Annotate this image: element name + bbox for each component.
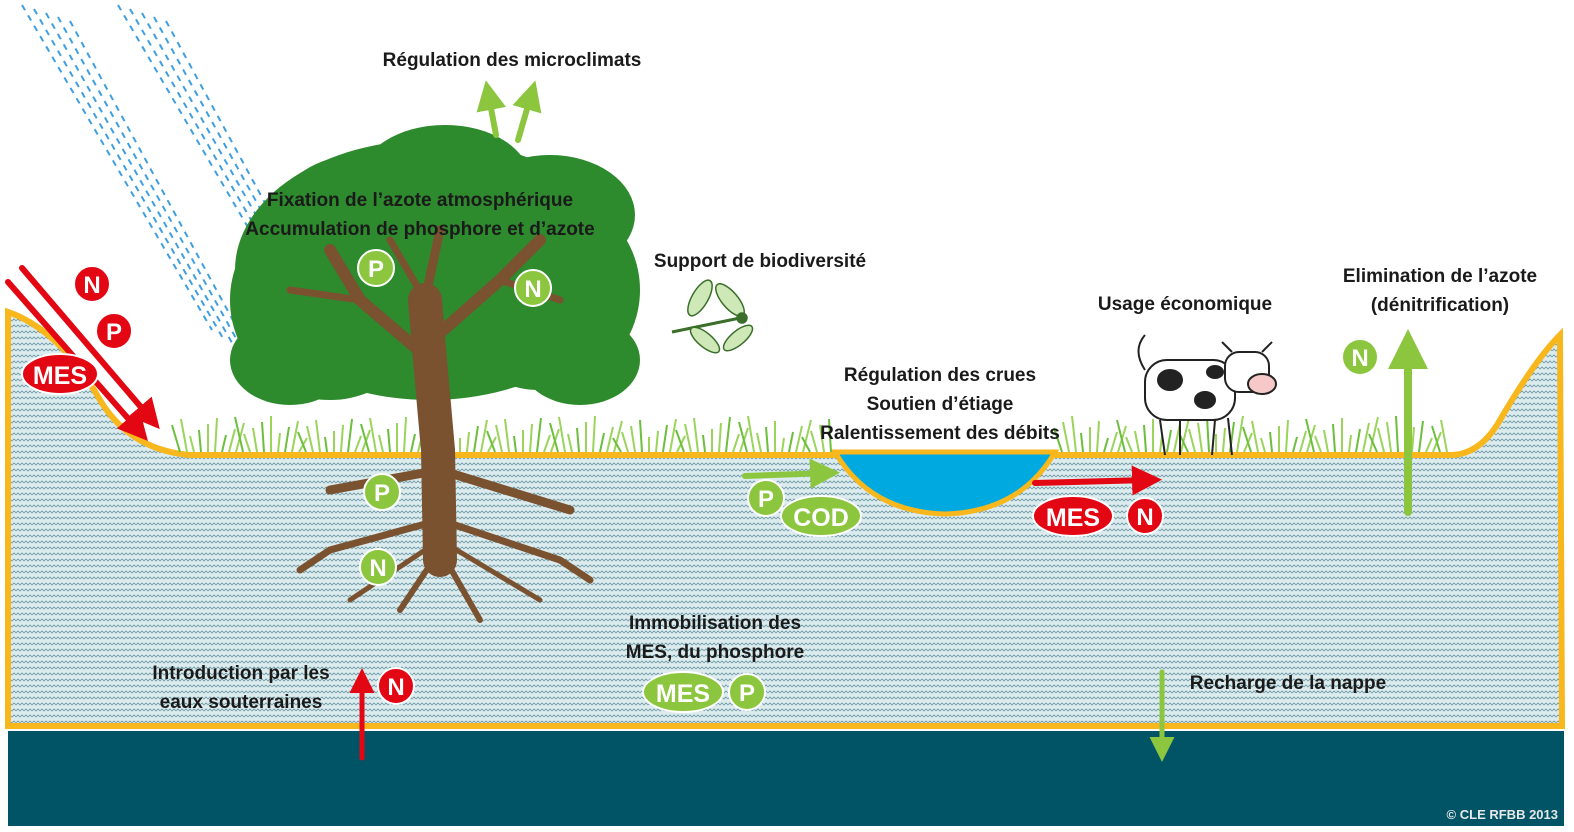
label-usage: Usage économique xyxy=(1097,294,1273,315)
badge-immob-mes: MES xyxy=(642,671,724,713)
label-introduction-line2: eaux souterraines xyxy=(159,692,323,713)
svg-text:COD: COD xyxy=(793,504,849,532)
svg-text:N: N xyxy=(369,555,386,582)
pond xyxy=(830,449,1060,517)
svg-text:N: N xyxy=(524,276,541,303)
badge-outflow-n: N xyxy=(1126,497,1164,535)
label-introduction-line1: Introduction par les xyxy=(152,663,330,684)
badge-outflow-mes: MES xyxy=(1032,495,1114,537)
badge-runoff-mes: MES xyxy=(21,353,99,395)
svg-text:MES: MES xyxy=(1046,504,1100,532)
label-immobilisation: Immobilisation des MES, du phosphore xyxy=(590,609,840,667)
label-immobilisation-line2: MES, du phosphore xyxy=(625,642,805,663)
pond-inflow-arrow xyxy=(742,458,840,489)
outflow-arrow xyxy=(1032,465,1162,496)
svg-text:N: N xyxy=(1136,504,1153,531)
svg-text:N: N xyxy=(1351,345,1368,372)
label-introduction: Introduction par les eaux souterraines xyxy=(130,659,352,717)
badge-canopy-n: N xyxy=(514,269,552,307)
label-fixation: Fixation de l’azote atmosphérique Accumu… xyxy=(210,186,630,244)
copyright: © CLE RFBB 2013 xyxy=(1446,807,1558,822)
svg-text:P: P xyxy=(758,486,774,513)
label-fixation-line1: Fixation de l’azote atmosphérique xyxy=(266,190,574,211)
badge-immob-p: P xyxy=(728,673,766,711)
runoff-arrow-1 xyxy=(19,265,160,430)
aquifer-layer xyxy=(8,731,1564,826)
microclimat-arrow-2 xyxy=(512,80,542,143)
label-elimination-line1: Elimination de l’azote xyxy=(1342,266,1538,287)
label-biodiversite: Support de biodiversité xyxy=(653,251,867,272)
svg-text:N: N xyxy=(387,674,404,701)
label-fixation-line2: Accumulation de phosphore et d’azote xyxy=(245,219,595,240)
label-crues: Régulation des crues Soutien d’étiage Ra… xyxy=(790,361,1090,448)
badge-runoff-n: N xyxy=(73,265,111,303)
badge-root-n: N xyxy=(359,548,397,586)
svg-text:MES: MES xyxy=(656,680,710,708)
badge-canopy-p: P xyxy=(357,249,395,287)
dragonfly xyxy=(671,279,754,354)
label-crues-line2: Soutien d’étiage xyxy=(866,394,1014,415)
svg-text:MES: MES xyxy=(33,362,87,390)
label-elimination: Elimination de l’azote (dénitrification) xyxy=(1320,262,1560,320)
badge-root-p: P xyxy=(363,473,401,511)
svg-text:P: P xyxy=(368,256,384,283)
badge-pond-in-cod: COD xyxy=(780,495,862,537)
microclimat-arrow-1 xyxy=(476,80,507,138)
svg-text:P: P xyxy=(374,480,390,507)
label-immobilisation-line1: Immobilisation des xyxy=(628,613,802,634)
label-crues-line3: Ralentissement des débits xyxy=(820,423,1060,444)
badge-groundwater-n: N xyxy=(377,667,415,705)
label-elimination-line2: (dénitrification) xyxy=(1370,295,1510,316)
svg-text:P: P xyxy=(106,319,122,346)
tree-trunk xyxy=(286,225,594,623)
badge-pond-in-p: P xyxy=(747,479,785,517)
cow xyxy=(1137,334,1277,456)
badges: N P MES P N P N P COD MES N N N MES P xyxy=(21,249,1379,713)
badge-runoff-p: P xyxy=(95,312,133,350)
svg-text:P: P xyxy=(739,680,755,707)
label-microclimats: Régulation des microclimats xyxy=(382,50,642,71)
svg-text:N: N xyxy=(83,272,100,299)
label-recharge: Recharge de la nappe xyxy=(1189,673,1387,694)
badge-denitrif-n: N xyxy=(1341,338,1379,376)
label-crues-line1: Régulation des crues xyxy=(843,365,1037,386)
